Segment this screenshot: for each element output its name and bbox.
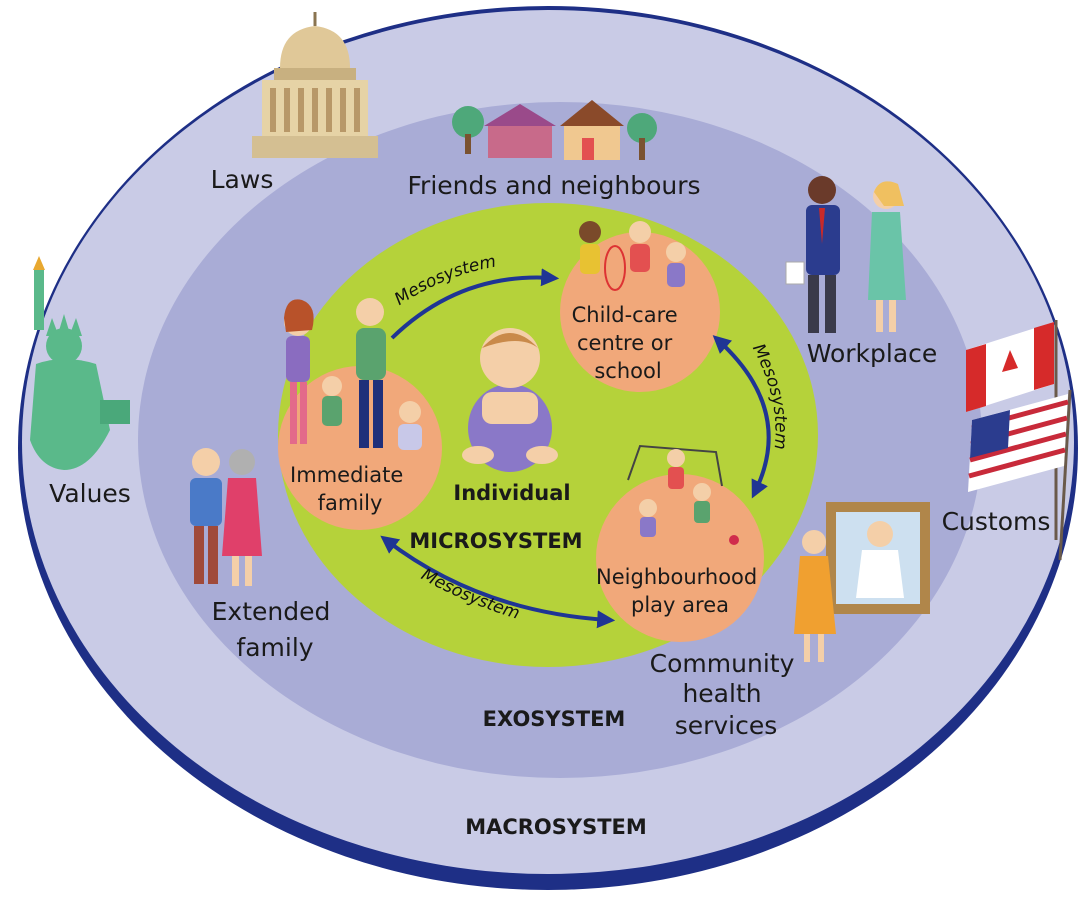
meso-arrow-family-playarea bbox=[380, 535, 616, 629]
workplace-label: Workplace bbox=[807, 339, 938, 368]
meso-arrow-childcare-playarea bbox=[712, 335, 771, 499]
playarea-node bbox=[596, 474, 764, 642]
flags-icon bbox=[966, 320, 1072, 561]
statue-of-liberty-icon bbox=[30, 256, 130, 470]
extended-family-label: Extended family bbox=[212, 597, 339, 662]
childcare-label: Child-care centre or school bbox=[572, 303, 685, 383]
childcare-kids bbox=[579, 221, 686, 291]
capitol-building-icon bbox=[252, 12, 378, 158]
immediate-family-label: Immediate family bbox=[290, 463, 410, 515]
community-health-illustration bbox=[794, 502, 930, 662]
community-health-label: Community health services bbox=[650, 649, 803, 740]
houses-icon bbox=[452, 100, 657, 160]
playarea-label: Neighbourhood play area bbox=[596, 565, 764, 617]
values-label: Values bbox=[49, 479, 131, 508]
microsystem-label: MICROSYSTEM bbox=[409, 529, 582, 553]
friends-neighbours-label: Friends and neighbours bbox=[407, 171, 700, 200]
extended-family-figures bbox=[190, 448, 262, 586]
macrosystem-label: MACROSYSTEM bbox=[465, 815, 647, 839]
workplace-figures bbox=[785, 176, 906, 333]
play-area-illustration bbox=[627, 444, 739, 545]
individual-label: Individual bbox=[453, 481, 570, 505]
laws-label: Laws bbox=[211, 165, 274, 194]
customs-label: Customs bbox=[942, 507, 1051, 536]
family-figures bbox=[284, 298, 422, 450]
exosystem-label: EXOSYSTEM bbox=[483, 707, 626, 731]
meso-arrow-family-childcare bbox=[390, 268, 560, 340]
individual-baby-figure bbox=[462, 328, 558, 472]
